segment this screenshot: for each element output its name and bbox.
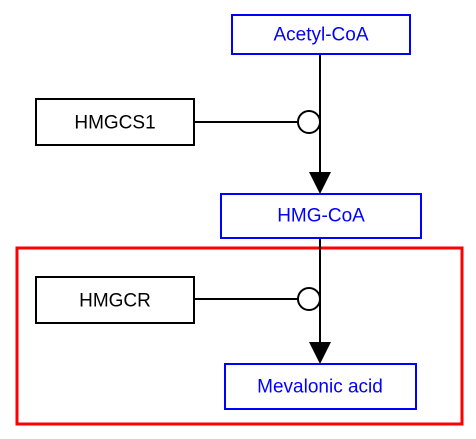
- arrow-head: [309, 172, 331, 194]
- catalysis-circle: [297, 287, 321, 311]
- edge-acetyl-coa-to-hmg-coa: [309, 54, 331, 194]
- node-label: Acetyl-CoA: [273, 25, 368, 46]
- node-box: [35, 98, 195, 146]
- node-hmgcs1[interactable]: HMGCS1: [35, 98, 195, 146]
- edge-hmg-coa-to-mevalonic-acid: [309, 238, 331, 364]
- catalysis-circle: [297, 110, 321, 134]
- node-box: [224, 363, 417, 410]
- node-box: [231, 14, 411, 55]
- node-hmg-coa[interactable]: HMG-CoA: [220, 193, 422, 239]
- node-label: HMG-CoA: [277, 206, 365, 227]
- node-box: [220, 193, 422, 239]
- catalysis-hmgcr: [194, 287, 321, 311]
- node-hmgcr[interactable]: HMGCR: [35, 276, 195, 324]
- highlight-region: [15, 246, 464, 426]
- node-box: [35, 276, 195, 324]
- arrow-head: [309, 342, 331, 364]
- node-label: Mevalonic acid: [257, 377, 383, 398]
- node-mevalonic-acid[interactable]: Mevalonic acid: [224, 363, 417, 410]
- node-acetyl-coa[interactable]: Acetyl-CoA: [231, 14, 411, 55]
- node-label: HMGCR: [79, 291, 151, 312]
- node-label: HMGCS1: [74, 113, 155, 134]
- catalysis-hmgcs1: [194, 110, 321, 134]
